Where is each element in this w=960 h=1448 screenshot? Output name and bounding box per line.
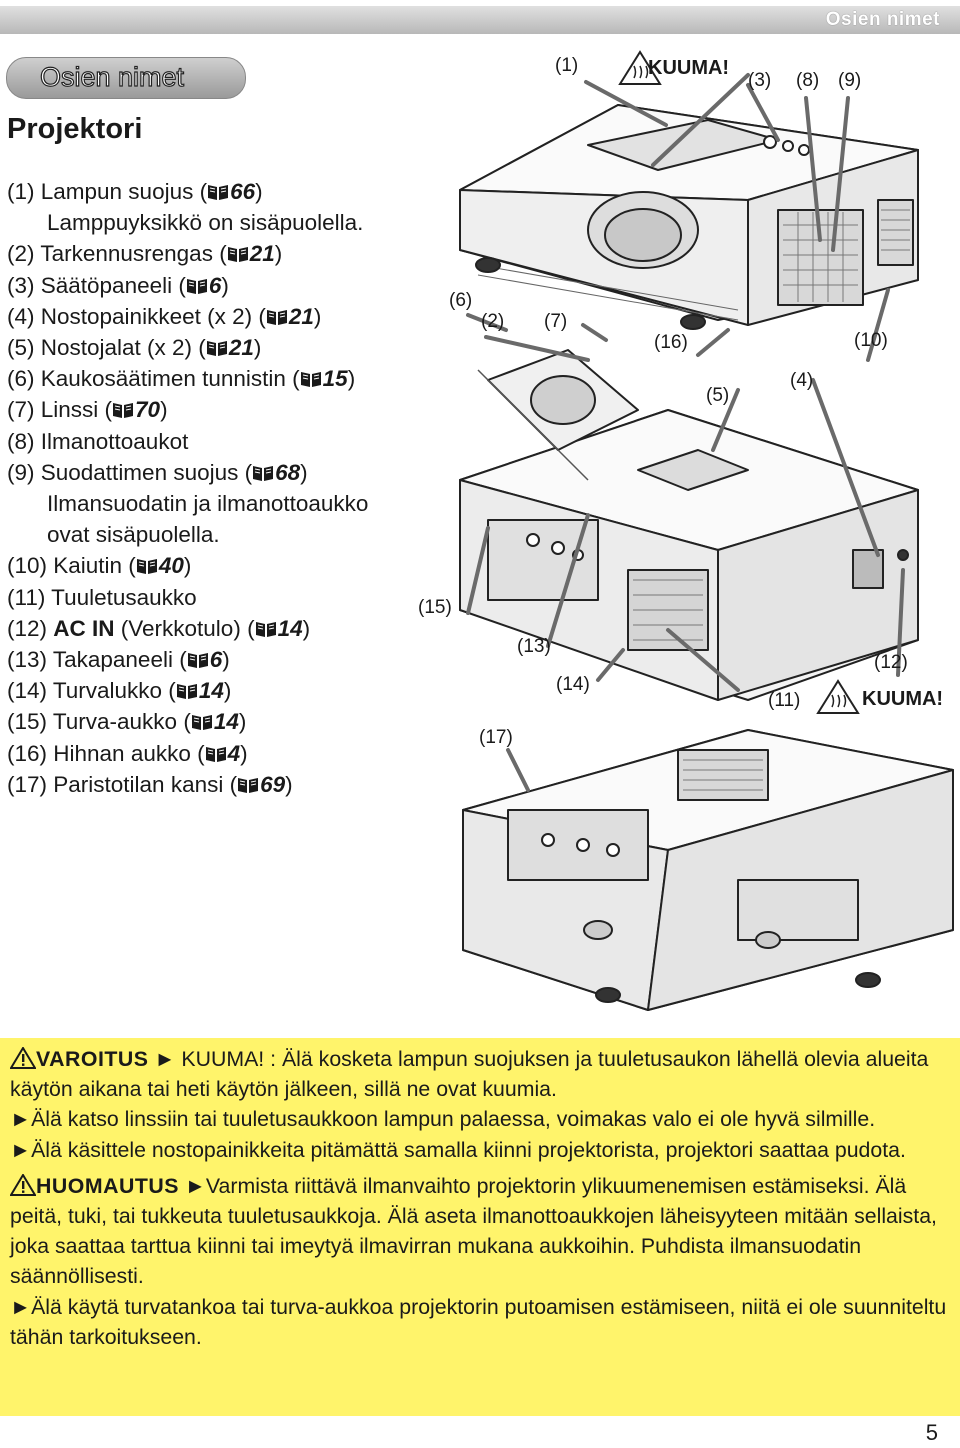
book-icon	[227, 247, 248, 263]
callout-16: (16)	[654, 332, 688, 353]
hot-label-top: KUUMA!	[648, 57, 730, 79]
page-number: 5	[925, 1420, 938, 1445]
list-item: (12) AC IN (Verkkotulo) (14)	[7, 615, 311, 641]
warning-box	[0, 1038, 960, 1416]
book-icon	[255, 621, 276, 637]
book-icon	[113, 403, 134, 419]
callout-12: (12)	[874, 652, 908, 673]
callout-14: (14)	[556, 674, 590, 695]
list-item: (8) Ilmanottoaukot	[7, 428, 189, 454]
warning-hot-text: : Älä kosketa lampun suojuksen ja tuulet…	[10, 1047, 929, 1102]
projector-diagram	[459, 50, 954, 1011]
hot-label-side: KUUMA!	[862, 688, 944, 710]
book-icon	[187, 653, 208, 669]
callout-6: (6)	[449, 290, 473, 311]
header-bar: Osien nimet	[0, 6, 960, 34]
book-icon	[300, 372, 321, 388]
caution-paragraph: ►Älä käytä turvatankoa tai turva-aukkoa …	[10, 1294, 947, 1349]
lens-detail-inset	[477, 349, 639, 481]
warning-paragraph: VAROITUS ► KUUMA! : Älä kosketa lampun s…	[10, 1047, 929, 1102]
caution-triangle-icon	[10, 1173, 36, 1196]
book-icon	[208, 185, 229, 200]
list-item: (4) Nostopainikkeet (x 2) (21)	[7, 303, 322, 329]
list-item: (3) Säätöpaneeli (6)	[7, 272, 229, 298]
list-item: (10) Kaiutin (40)	[7, 553, 192, 579]
callout-5: (5)	[706, 385, 730, 406]
book-icon	[191, 715, 212, 731]
list-item: (17) Paristotilan kansi (69)	[7, 771, 293, 797]
warning-paragraph: ►Älä käsittele nostopainikkeita pitämätt…	[10, 1137, 906, 1162]
callout-1: (1)	[555, 55, 579, 76]
parts-list: (1) Lampun suojus (66) Lamppuyksikkö on …	[7, 176, 447, 800]
warning-hot-lead: KUUMA!	[181, 1047, 265, 1071]
list-item: (1) Lampun suojus (66) Lamppuyksikkö on …	[7, 179, 364, 236]
page-title: Projektori	[7, 113, 143, 145]
book-icon	[186, 278, 207, 294]
book-icon	[136, 559, 157, 575]
book-icon	[205, 746, 226, 762]
section-pill-label: Osien nimet	[39, 61, 185, 92]
callout-2: (2)	[481, 311, 505, 332]
list-item: (7) Linssi (70)	[7, 397, 168, 423]
callout-13: (13)	[517, 636, 551, 657]
header-section-name: Osien nimet	[825, 9, 940, 30]
list-item: (6) Kaukosäätimen tunnistin (15)	[7, 366, 356, 392]
heat-warning-icon	[816, 679, 860, 714]
book-icon	[176, 684, 197, 700]
callout-11: (11)	[768, 690, 801, 711]
warning-paragraph: ►Älä katso linssiin tai tuuletusaukkoon …	[10, 1107, 876, 1132]
callout-7: (7)	[544, 311, 568, 332]
list-item: (5) Nostojalat (x 2) (21)	[7, 335, 262, 361]
section-pill: Osien nimet	[6, 57, 246, 99]
list-item: (13) Takapaneeli (6)	[7, 647, 230, 673]
callout-17: (17)	[479, 727, 513, 748]
heat-warning-icon	[618, 50, 662, 85]
book-icon	[266, 309, 287, 325]
list-item: (15) Turva-aukko (14)	[7, 709, 247, 735]
projector-bottom-view	[462, 729, 954, 1011]
callout-15: (15)	[418, 597, 452, 618]
projector-top-view	[459, 104, 919, 330]
list-item: (16) Hihnan aukko (4)	[7, 740, 248, 766]
list-item: (11) Tuuletusaukko	[7, 584, 197, 610]
list-item: (14) Turvalukko (14)	[7, 678, 232, 704]
book-icon	[206, 341, 227, 357]
book-icon	[253, 465, 274, 481]
callout-10: (10)	[854, 330, 888, 351]
callout-3: (3)	[748, 70, 772, 91]
list-item: (2) Tarkennusrengas (21)	[7, 241, 283, 267]
caution-tag: HUOMAUTUS	[36, 1173, 179, 1198]
warning-tag: VAROITUS	[36, 1047, 149, 1071]
list-item: (9) Suodattimen suojus (68) Ilmansuodati…	[7, 459, 369, 548]
warning-triangle-icon	[10, 1047, 36, 1069]
warning-text: VAROITUS ► KUUMA! : Älä kosketa lampun s…	[10, 1044, 950, 1352]
caution-paragraph: HUOMAUTUS ►Varmista riittävä ilmanvaihto…	[10, 1173, 937, 1289]
callout-4: (4)	[790, 370, 814, 391]
callout-9: (9)	[838, 70, 862, 91]
projector-rear-view	[459, 409, 919, 701]
callout-8: (8)	[796, 70, 820, 91]
book-icon	[238, 777, 259, 793]
